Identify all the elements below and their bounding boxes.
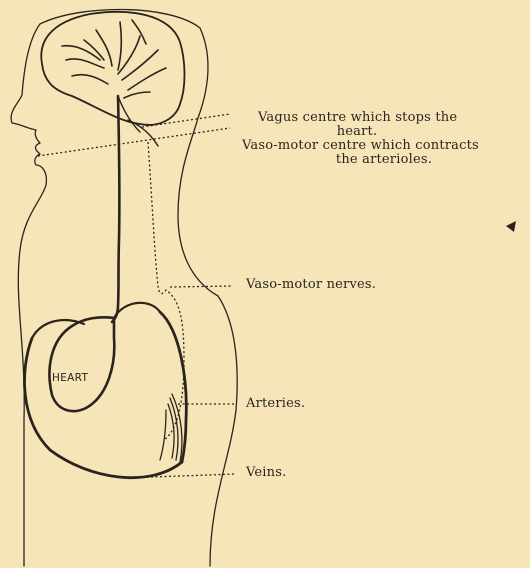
label-veins: Veins. xyxy=(246,466,286,480)
label-vasomotor-centre-line2: the arterioles. xyxy=(242,153,526,167)
label-vasomotor-centre-line1: Vaso-motor centre which contracts xyxy=(242,139,479,153)
body-outline xyxy=(11,9,237,566)
vasomotor-nerve-path xyxy=(148,142,184,440)
heart-vessel-right xyxy=(114,303,160,318)
brain-convolutions xyxy=(62,20,166,98)
circulation-loop xyxy=(25,338,182,478)
vagus-nerve xyxy=(112,96,119,322)
brain-outline xyxy=(41,12,184,125)
label-vasomotor-nerves: Vaso-motor nerves. xyxy=(246,278,376,292)
heart-label: HEART xyxy=(52,371,88,385)
label-vagus-line1: Vagus centre which stops the xyxy=(258,111,457,125)
label-vagus-line2: heart. xyxy=(258,125,456,139)
leader-vasomotor-nerves xyxy=(170,286,232,287)
leader-vasomotor-centre xyxy=(38,128,230,156)
ink-mark xyxy=(506,221,516,232)
heart-outline xyxy=(49,317,114,411)
label-arteries: Arteries. xyxy=(246,397,305,411)
